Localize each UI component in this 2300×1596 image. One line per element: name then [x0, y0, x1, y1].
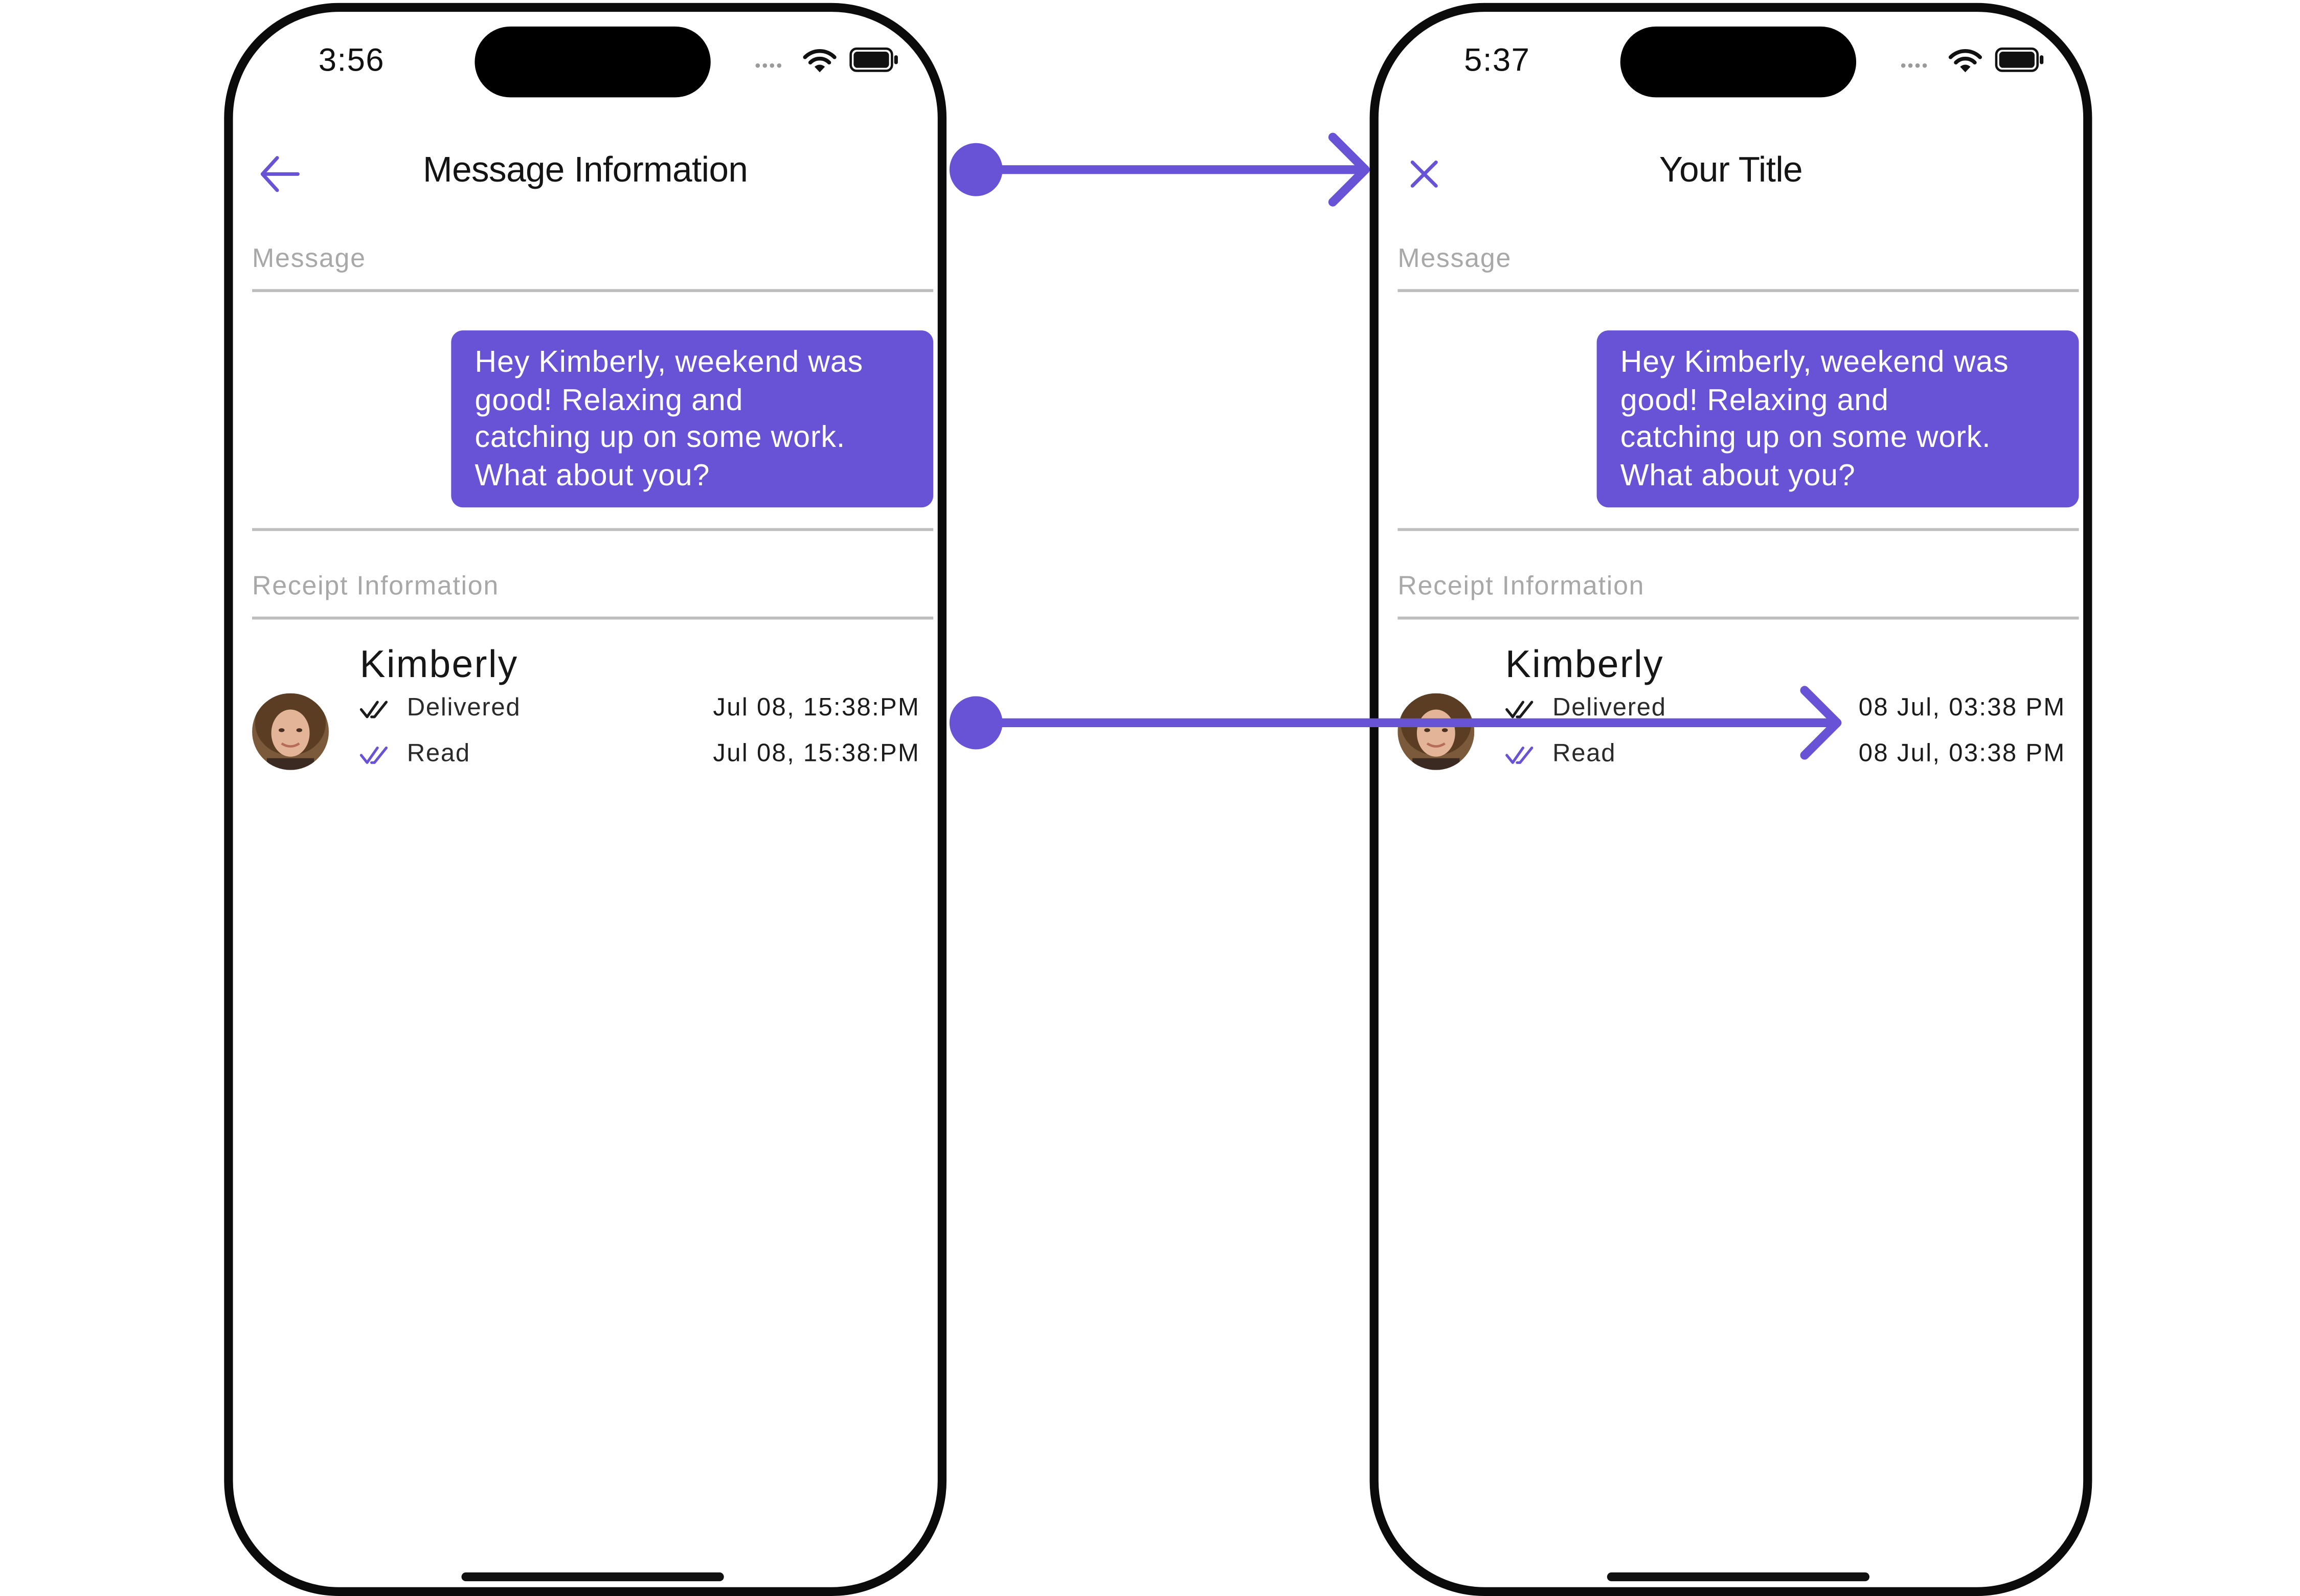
dynamic-island [1620, 26, 1857, 98]
cellular-signal-icon: •••• [755, 57, 784, 76]
delivered-tick-icon [359, 701, 388, 718]
avatar [252, 693, 329, 770]
read-time: 08 Jul, 03:38 PM [1858, 739, 2066, 767]
read-label: Read [1552, 739, 1616, 767]
receiver-name: Kimberly [1505, 641, 1664, 686]
home-indicator[interactable] [461, 1572, 724, 1582]
divider [1397, 289, 2079, 293]
message-bubble[interactable]: Hey Kimberly, weekend was good! Relaxing… [451, 330, 934, 508]
battery-icon [849, 47, 898, 72]
cellular-signal-icon: •••• [1900, 57, 1929, 76]
delivered-label: Delivered [1552, 693, 1666, 722]
read-tick-icon [1505, 746, 1534, 764]
wifi-icon [1948, 49, 1982, 73]
message-section-label: Message [252, 243, 366, 273]
divider [252, 616, 934, 620]
message-bubble[interactable]: Hey Kimberly, weekend was good! Relaxing… [1596, 330, 2079, 508]
delivered-time: Jul 08, 15:38:PM [713, 693, 920, 722]
read-label: Read [407, 739, 470, 767]
home-indicator[interactable] [1607, 1572, 1870, 1582]
message-section-label: Message [1397, 243, 1512, 273]
battery-icon [1995, 47, 2044, 72]
page-title: Your Title [1659, 150, 1803, 191]
divider [252, 289, 934, 293]
divider [252, 528, 934, 531]
divider [1397, 616, 2079, 620]
phone-frame-default: 3:56 •••• Message Information Message He… [224, 3, 947, 1596]
back-arrow-icon[interactable] [254, 149, 304, 199]
avatar [1397, 693, 1475, 770]
delivered-time: 08 Jul, 03:38 PM [1858, 693, 2066, 722]
receipt-section-label: Receipt Information [252, 571, 499, 600]
wifi-icon [803, 49, 837, 73]
delivered-label: Delivered [407, 693, 521, 722]
title-annotation-arrow [949, 132, 1370, 207]
receiver-name: Kimberly [359, 641, 518, 686]
read-tick-icon [359, 746, 388, 764]
phone-frame-customized: 5:37 •••• Your Title Message Hey Kimberl… [1369, 3, 2092, 1596]
close-icon[interactable] [1399, 149, 1449, 199]
status-time: 5:37 [1464, 41, 1530, 78]
status-time: 3:56 [318, 41, 385, 78]
divider [1397, 528, 2079, 531]
receipt-section-label: Receipt Information [1397, 571, 1645, 600]
read-time: Jul 08, 15:38:PM [713, 739, 920, 767]
delivered-tick-icon [1505, 701, 1534, 718]
page-title: Message Information [423, 150, 748, 191]
dynamic-island [475, 26, 711, 98]
